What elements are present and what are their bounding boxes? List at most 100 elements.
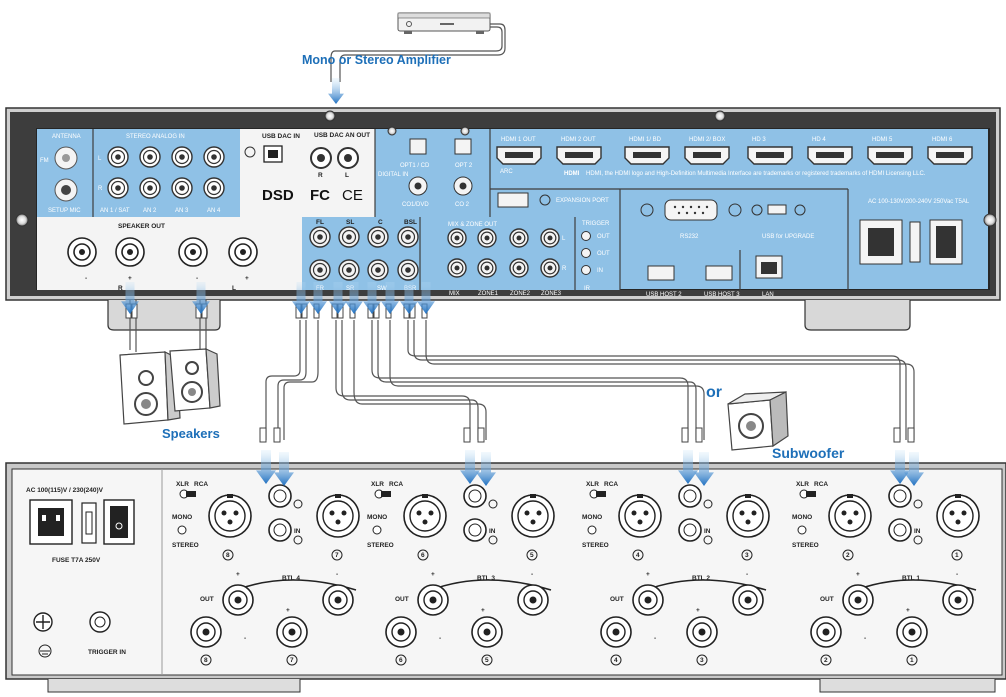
btl-plus-1: + xyxy=(431,571,435,578)
btl-plus-3: + xyxy=(856,571,860,578)
analog-r-label: R xyxy=(98,186,103,192)
connection-arrow xyxy=(292,282,310,314)
rca-label-1: RCA xyxy=(389,481,403,488)
in-label-0: IN xyxy=(294,528,301,535)
or-label: or xyxy=(706,384,722,401)
xlr-label-2: XLR xyxy=(586,481,599,488)
btl-minus-1: - xyxy=(531,571,533,578)
post-num-8: 8 xyxy=(204,657,208,664)
out-label-0: OUT xyxy=(200,596,214,603)
usb-host-2-port[interactable] xyxy=(647,265,675,281)
connection-arrow xyxy=(400,282,418,314)
usb-upgrade-port[interactable] xyxy=(767,204,787,215)
speaker-out-terminals[interactable] xyxy=(67,237,258,267)
pre-out-jacks[interactable] xyxy=(309,226,419,281)
stereo-label-0: STEREO xyxy=(172,542,199,549)
btl-plus-0: + xyxy=(236,571,240,578)
analog-input-jacks[interactable] xyxy=(107,146,225,199)
connection-arrow xyxy=(417,282,435,314)
hdmi-logo: HDMI xyxy=(564,171,580,177)
rs232-port[interactable] xyxy=(664,199,718,221)
dac-l-label: L xyxy=(345,172,349,179)
zone-l-label: L xyxy=(562,236,566,242)
mono-stereo-switch-3[interactable] xyxy=(797,525,807,535)
opt2-port[interactable] xyxy=(454,138,472,155)
spk-r-plus: + xyxy=(128,275,132,282)
ch-num-4: 4 xyxy=(636,552,640,559)
in-label-3: IN xyxy=(914,528,921,535)
co1-label: CO1/DVD xyxy=(402,202,429,208)
analog-in-2-label: AN 2 xyxy=(143,208,157,214)
trigger-label: TRIGGER xyxy=(582,221,610,227)
btl-minus-2: - xyxy=(746,571,748,578)
arc-label: ARC xyxy=(500,169,513,175)
connection-arrow xyxy=(890,450,910,484)
post-minus-1: - xyxy=(439,635,441,642)
usb-host-3-port[interactable] xyxy=(705,265,733,281)
ir-label: IR xyxy=(584,286,591,292)
opt1-port[interactable] xyxy=(409,138,427,155)
connection-arrows xyxy=(121,78,924,486)
usb-host-3-label: USB HOST 3 xyxy=(704,292,740,298)
fcc-logo: FC xyxy=(310,187,330,204)
hdmi-port-label-7: HDMI 5 xyxy=(872,137,893,143)
post-plus-3: + xyxy=(906,607,910,614)
setup-mic-label: SETUP MIC xyxy=(48,208,81,214)
expansion-port[interactable] xyxy=(497,192,529,208)
btl-minus-0: - xyxy=(336,571,338,578)
mono-stereo-switch-2[interactable] xyxy=(587,525,597,535)
zone2-label: ZONE2 xyxy=(510,291,531,297)
hdmi-port-label-2: HDMI 2 OUT xyxy=(561,137,596,143)
post-minus-0: - xyxy=(244,635,246,642)
zone-r-label: R xyxy=(562,266,567,272)
trigger-out2-jack[interactable] xyxy=(581,248,591,258)
trigger-in-jack[interactable] xyxy=(581,265,591,275)
analog-in-4-label: AN 4 xyxy=(207,208,221,214)
trigger-out1-label: OUT xyxy=(597,234,610,240)
co2-label: CO 2 xyxy=(455,202,470,208)
spk-l-label: L xyxy=(232,285,236,292)
stereo-label-3: STEREO xyxy=(792,542,819,549)
fl-label: FL xyxy=(316,219,324,226)
ch-num-3: 3 xyxy=(745,552,749,559)
sl-label: SL xyxy=(346,219,354,226)
trigger-out1-jack[interactable] xyxy=(581,231,591,241)
mono-stereo-switch-1[interactable] xyxy=(372,525,382,535)
expansion-port-label: EXPANSION PORT xyxy=(556,198,609,204)
usb-upgrade-label: USB for UPGRADE xyxy=(762,234,814,240)
zone-out-jacks[interactable]: LR xyxy=(447,228,567,278)
mono-label-3: MONO xyxy=(792,514,812,521)
hdmi-port-label-1: HDMI 1 OUT xyxy=(501,137,536,143)
zone-mix-label: MIX xyxy=(449,291,460,297)
xlr-label-0: XLR xyxy=(176,481,189,488)
connection-arrow xyxy=(460,450,480,484)
post-num-7: 7 xyxy=(290,657,294,664)
ch-num-5: 5 xyxy=(530,552,534,559)
zone1-label: ZONE1 xyxy=(478,291,499,297)
analog-l-label: L xyxy=(98,156,102,162)
mix-zone-out-label: MIX & ZONE OUT xyxy=(448,222,497,228)
connection-arrow xyxy=(345,282,363,314)
stereo-label-1: STEREO xyxy=(367,542,394,549)
mono-stereo-amplifier-icon xyxy=(397,12,491,34)
subwoofer-label: Subwoofer xyxy=(772,445,845,461)
connection-arrow xyxy=(476,452,496,486)
c-label: C xyxy=(378,219,383,226)
spk-l-minus: - xyxy=(196,275,198,282)
hdmi-port-label-5: HD 3 xyxy=(752,137,766,143)
ch-num-2: 2 xyxy=(846,552,850,559)
mono-stereo-switch-0[interactable] xyxy=(177,525,187,535)
zone3-label: ZONE3 xyxy=(541,291,562,297)
opt2-label: OPT 2 xyxy=(455,163,473,169)
btl-label-0: BTL 4 xyxy=(282,575,300,582)
in-label-1: IN xyxy=(489,528,496,535)
mono-label-0: MONO xyxy=(172,514,192,521)
ch-num-8: 8 xyxy=(226,552,230,559)
connection-arrow xyxy=(904,452,924,486)
usb-dac-an-out-label: USB DAC AN OUT xyxy=(314,132,370,139)
hdmi-port-label-4: HDMI 2/ BOX xyxy=(689,137,725,143)
